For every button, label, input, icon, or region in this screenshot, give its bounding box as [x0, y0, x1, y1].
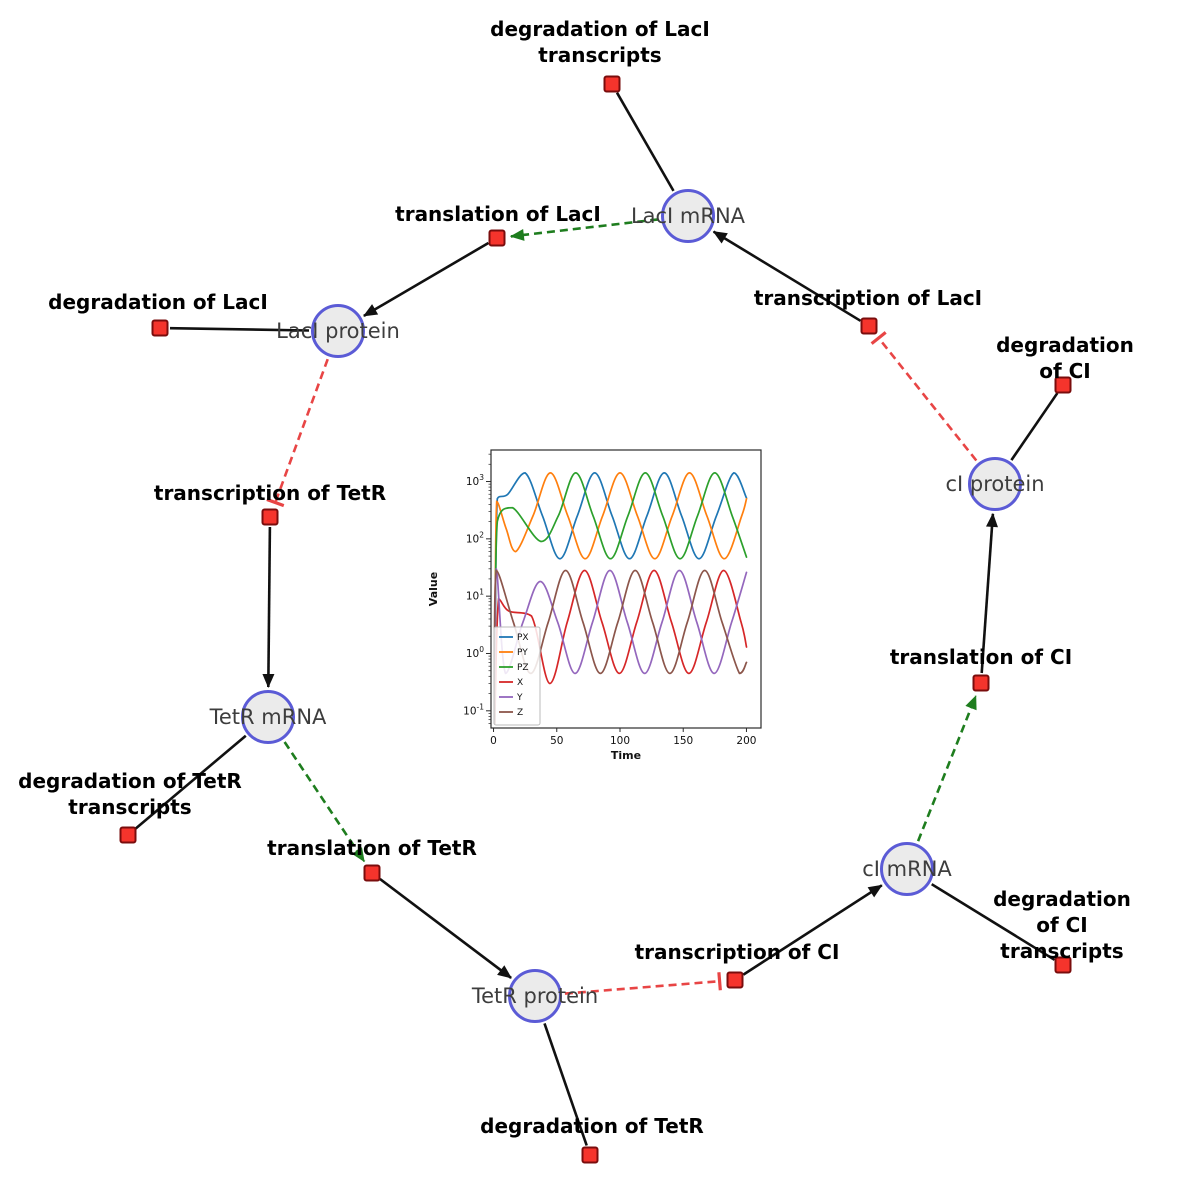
- legend-label-PY: PY: [517, 648, 528, 658]
- edge-consumption-ci_mrna-deg_ci_tx: [931, 883, 1056, 961]
- legend-label-Z: Z: [517, 708, 523, 718]
- y-tick-label: 102: [466, 530, 484, 545]
- series-line-PY: [493, 472, 748, 725]
- y-axis-label: Value: [427, 572, 440, 606]
- x-tick-label: 150: [673, 735, 693, 747]
- edge-production-txn_tetr-tetr_mrna: [262, 526, 275, 688]
- edge-consumption-laci_mrna-deg_laci_tx: [615, 92, 675, 192]
- edge-consumption-ci_protein-deg_ci: [1010, 392, 1059, 461]
- reaction-node-degradation-laci-transcripts[interactable]: [603, 75, 621, 93]
- reaction-node-degradation-ci-transcripts[interactable]: [1054, 956, 1072, 974]
- edge-modifier-ci_mrna-transl_ci: [916, 695, 978, 842]
- reaction-node-transcription-ci[interactable]: [726, 971, 744, 989]
- reaction-node-translation-tetr[interactable]: [363, 864, 381, 882]
- edge-modifier-laci_mrna-transl_laci: [509, 218, 659, 241]
- reaction-node-degradation-tetr-transcripts[interactable]: [119, 826, 137, 844]
- x-axis-label: Time: [611, 749, 641, 760]
- species-node-ci-mrna[interactable]: [880, 842, 934, 896]
- x-tick-label: 100: [610, 735, 630, 747]
- series-line-X: [493, 569, 748, 725]
- series-line-PX: [493, 472, 748, 725]
- edge-production-transl_ci-ci_protein: [980, 512, 998, 674]
- edge-repression-laci_protein-txn_tetr: [266, 358, 329, 508]
- x-tick-label: 50: [550, 735, 563, 747]
- species-node-tetr-mrna[interactable]: [241, 690, 295, 744]
- legend-label-X: X: [517, 678, 523, 688]
- edge-repression-ci_protein-txn_laci: [870, 331, 978, 462]
- series-line-PZ: [493, 472, 748, 725]
- axes-box: [490, 449, 762, 729]
- edge-production-txn_ci-ci_mrna: [742, 884, 883, 976]
- edge-production-transl_tetr-tetr_protein: [379, 877, 512, 979]
- y-tick-label: 101: [466, 588, 484, 603]
- y-tick-label: 10-1: [463, 702, 484, 717]
- y-tick-label: 100: [466, 645, 484, 660]
- species-node-laci-mrna[interactable]: [661, 189, 715, 243]
- reaction-node-degradation-ci[interactable]: [1054, 376, 1072, 394]
- legend-label-Y: Y: [516, 693, 523, 703]
- species-node-ci-protein[interactable]: [968, 457, 1022, 511]
- species-node-laci-protein[interactable]: [311, 304, 365, 358]
- edge-consumption-tetr_mrna-deg_tetr_tx: [134, 734, 247, 830]
- edge-modifier-tetr_mrna-transl_tetr: [283, 741, 366, 863]
- x-tick-label: 0: [490, 735, 497, 747]
- reaction-node-degradation-tetr[interactable]: [581, 1146, 599, 1164]
- edge-repression-tetr_protein-txn_ci: [564, 972, 722, 995]
- reaction-node-translation-laci[interactable]: [488, 229, 506, 247]
- reaction-node-transcription-laci[interactable]: [860, 317, 878, 335]
- reaction-node-transcription-tetr[interactable]: [261, 508, 279, 526]
- edge-consumption-laci_protein-deg_laci: [169, 326, 310, 332]
- edge-production-transl_laci-laci_protein: [363, 241, 490, 318]
- edge-production-txn_laci-laci_mrna: [712, 230, 862, 322]
- y-tick-label: 103: [466, 473, 484, 488]
- legend-label-PX: PX: [517, 633, 529, 643]
- x-tick-label: 200: [736, 735, 756, 747]
- legend-label-PZ: PZ: [517, 663, 529, 673]
- species-node-tetr-protein[interactable]: [508, 969, 562, 1023]
- reaction-node-translation-ci[interactable]: [972, 674, 990, 692]
- edge-consumption-tetr_protein-deg_tetr: [543, 1022, 588, 1146]
- reaction-node-degradation-laci[interactable]: [151, 319, 169, 337]
